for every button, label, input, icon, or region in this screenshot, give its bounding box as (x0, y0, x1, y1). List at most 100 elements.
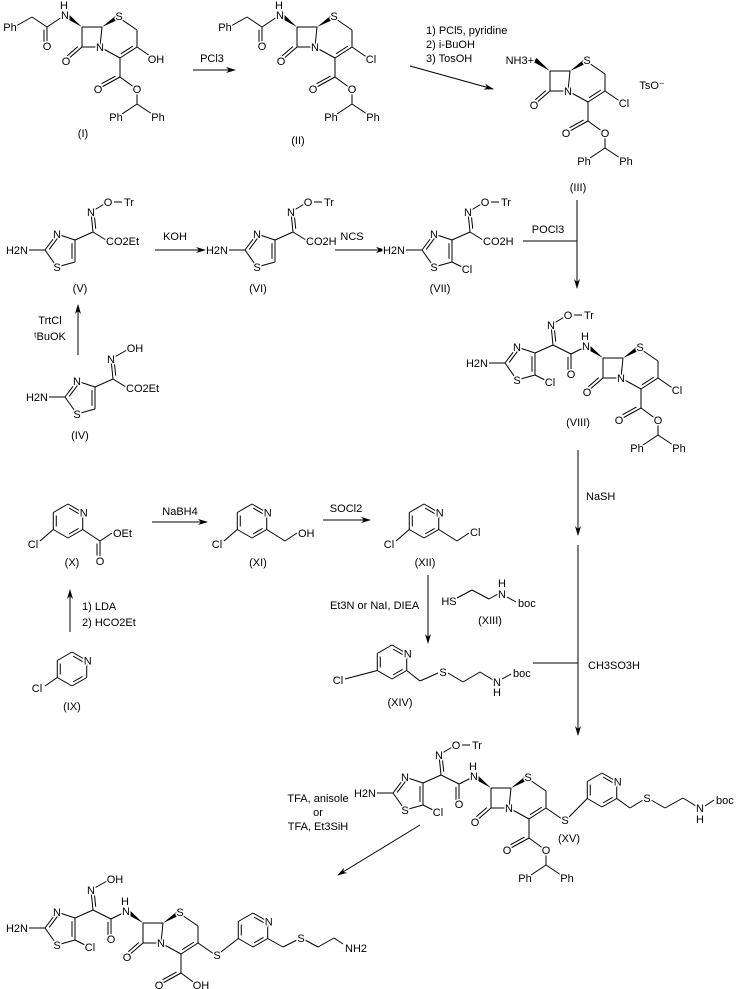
chloro-substituent: Cl (85, 942, 95, 954)
amide-nitrogen: N (582, 341, 590, 353)
bond (704, 799, 715, 807)
oxime-nitrogen: N (435, 750, 443, 762)
phenyl-group: Ph (577, 156, 590, 168)
chloro-substituent: Cl (28, 539, 38, 551)
ester-carbonyl-oxygen: O (155, 980, 164, 989)
bond (282, 939, 298, 948)
aromatic-bond (391, 644, 407, 654)
phenyl-group: Ph (560, 873, 573, 885)
bond (223, 529, 238, 542)
bond (404, 776, 424, 784)
pyridine-nitrogen: N (404, 649, 412, 661)
reagent-step-1: 1) PCl5, pyridine (426, 25, 507, 37)
bond (433, 261, 453, 268)
ester-oxygen: O (133, 84, 142, 96)
ring-nitrogen: N (311, 42, 319, 54)
wedge-bond (533, 57, 550, 71)
reagent-trityl-chloride: TrtCl (38, 315, 61, 327)
double-bond-inner (529, 806, 543, 816)
carbamate-nitrogen: N (498, 589, 506, 601)
amide-hydrogen: H (60, 0, 68, 12)
bond (528, 837, 545, 850)
double-bond-inner (441, 757, 445, 772)
ring-sulfur: S (636, 342, 643, 354)
double-bond (44, 233, 58, 251)
bond (31, 16, 48, 28)
double-bond-inner (93, 214, 97, 229)
bond (99, 26, 103, 48)
reaction-arrow (409, 65, 494, 90)
bond (290, 202, 307, 213)
bond (395, 529, 410, 542)
double-bond (99, 76, 121, 89)
oxime-nitrogen: N (87, 207, 95, 219)
trityl-group: Tr (124, 197, 134, 209)
bond (56, 261, 76, 268)
bond (657, 377, 675, 390)
aromatic-bond (423, 529, 439, 539)
double-bond-inner (335, 45, 349, 55)
carboxylic-oh: OH (193, 980, 210, 989)
amino-group: H2N (354, 788, 376, 800)
thiazole-sulfur: S (401, 805, 408, 817)
double-bond (244, 233, 258, 251)
bond (508, 787, 512, 809)
aromatic-bond-inner (252, 527, 263, 535)
thiazole-sulfur: S (53, 262, 60, 274)
double-bond (180, 942, 199, 955)
bond (284, 532, 298, 542)
bond (392, 792, 406, 811)
bond (501, 673, 512, 680)
boc-group: boc (513, 668, 531, 680)
compound-label: (VII) (430, 283, 451, 295)
oxime-nitrogen: N (464, 207, 472, 219)
aromatic-bond-inner (392, 648, 403, 656)
chloro-substituent: Cl (212, 539, 222, 551)
bond (604, 90, 622, 103)
ammonium-group: NH3+ (506, 55, 534, 67)
aromatic-bond-inner (253, 916, 264, 924)
reagent-ch3so3h: CH3SO3H (588, 660, 640, 672)
thiazole-sulfur: S (253, 262, 260, 274)
bond (332, 16, 353, 31)
ester-oxygen: O (601, 128, 610, 140)
aromatic-bond (67, 529, 83, 539)
lactam-oxygen: O (530, 100, 539, 112)
trityl-group: Tr (472, 740, 482, 752)
aromatic-bond (587, 798, 603, 808)
double-bond-inner (113, 361, 117, 376)
double-bond (421, 233, 435, 251)
bond (314, 26, 318, 48)
wedge-bond (280, 13, 297, 27)
trityl-group: Tr (584, 310, 594, 322)
phenyl-group: Ph (324, 112, 337, 124)
bond (534, 374, 546, 381)
compound-label: (II) (291, 135, 304, 147)
aromatic-bond-inner (424, 507, 435, 515)
bond (178, 912, 199, 927)
aromatic-bond (71, 651, 87, 661)
bond (15, 16, 33, 27)
reagent-tfa-triethylsilane: TFA, Et3SiH (288, 821, 349, 833)
aromatic-bond-inner (72, 675, 83, 683)
bond (587, 120, 604, 133)
aromatic-bond (391, 670, 407, 680)
compound-label: (XI) (249, 557, 267, 569)
ethoxy-group: OEt (113, 528, 132, 540)
bond (664, 797, 684, 809)
pyridine-nitrogen: N (436, 508, 444, 520)
c3-substituent: Cl (672, 385, 682, 397)
bond (406, 670, 421, 682)
bond (351, 103, 368, 115)
double-bond-inner (641, 376, 655, 386)
bond (456, 589, 473, 599)
bond (44, 677, 58, 687)
double-bond-inner (93, 892, 97, 907)
double-bond-inner (510, 836, 525, 846)
ring-nitrogen: N (564, 86, 572, 98)
aromatic-bond-inner (392, 668, 403, 676)
bond (64, 396, 78, 415)
double-bond-inner (470, 214, 474, 229)
carboxyl-group: CO2Et (106, 236, 139, 248)
bond (589, 147, 606, 159)
